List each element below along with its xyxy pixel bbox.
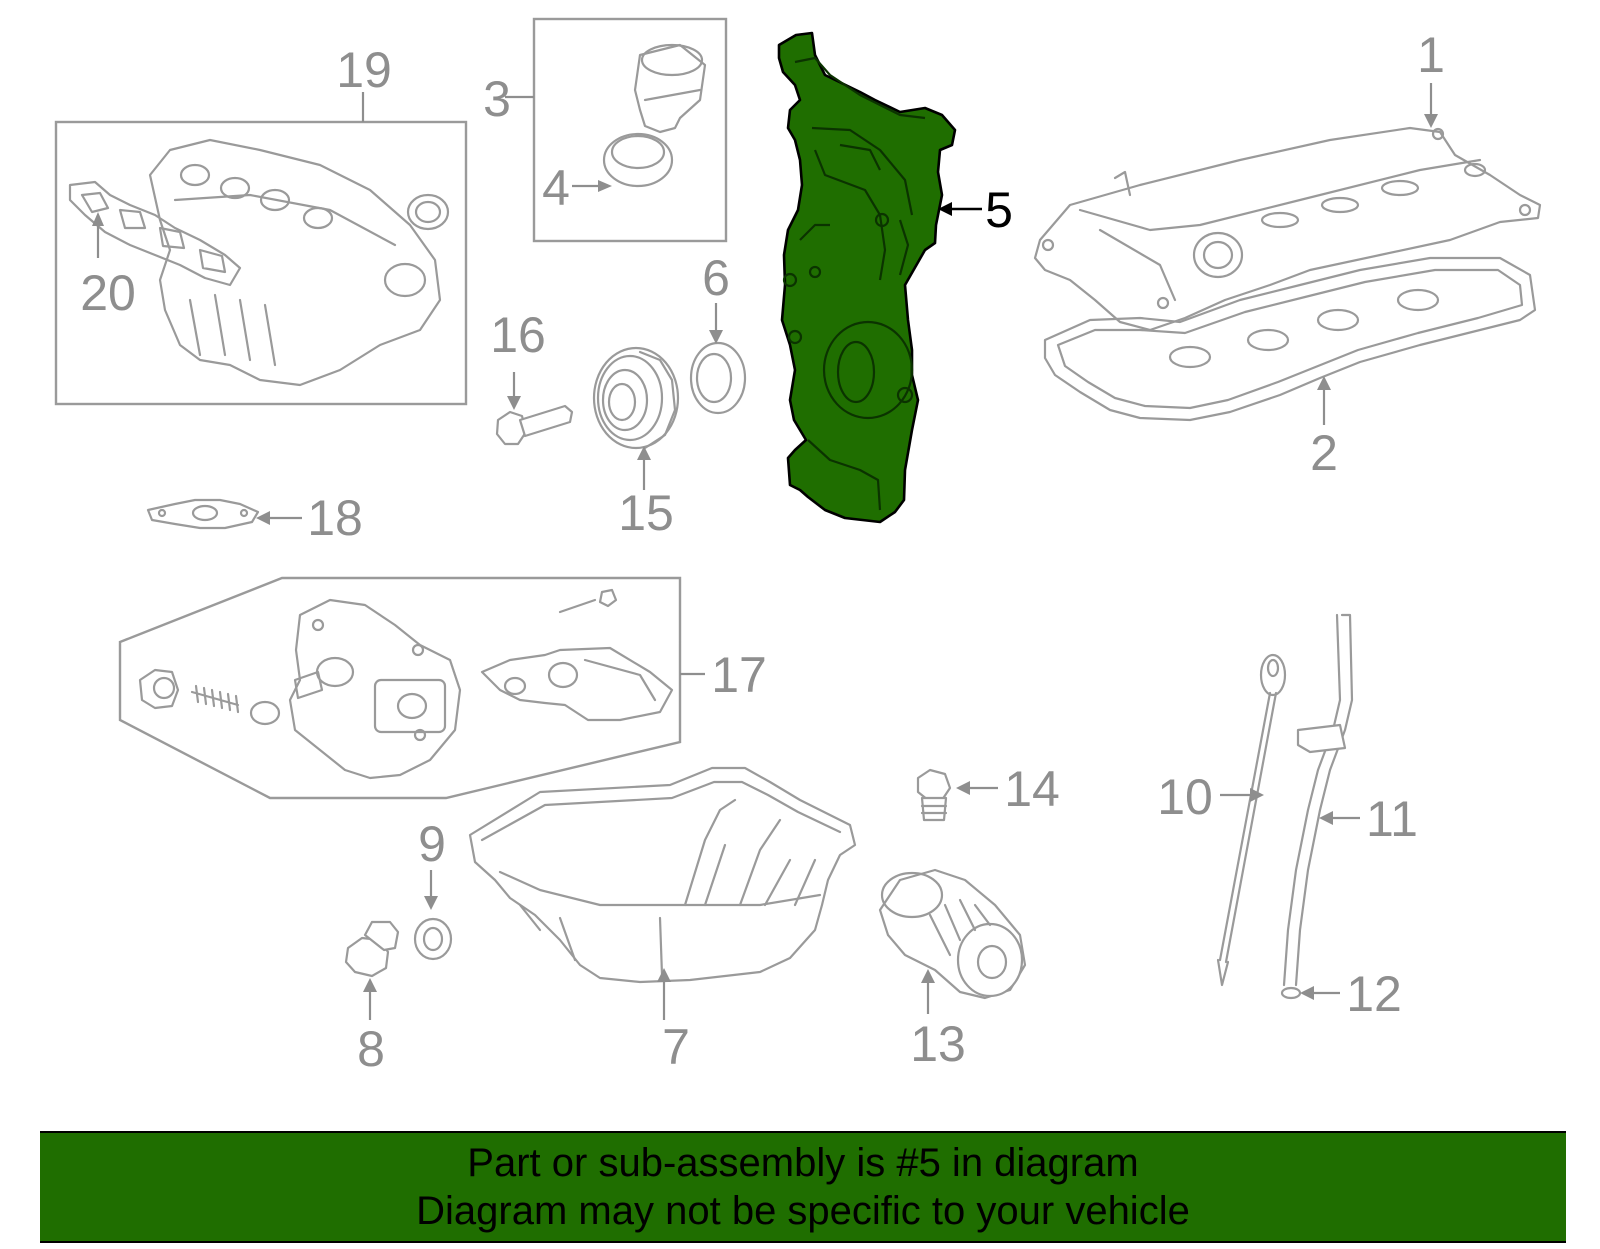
part-2-valve-cover-gasket[interactable] bbox=[1043, 256, 1537, 425]
callout-12: 12 bbox=[1346, 966, 1402, 1022]
footer-line-part-info: Part or sub-assembly is #5 in diagram bbox=[467, 1141, 1139, 1185]
oil-strainer bbox=[480, 646, 674, 722]
callout-14: 14 bbox=[1004, 761, 1060, 817]
callout-2: 2 bbox=[1310, 425, 1338, 481]
part-3-box bbox=[532, 17, 728, 243]
part-13-oil-filter[interactable] bbox=[878, 868, 1027, 1014]
part-12-o-ring[interactable] bbox=[1280, 986, 1340, 1000]
oil-cap bbox=[633, 43, 707, 134]
part-19-intake-manifold-group[interactable] bbox=[54, 92, 468, 406]
oil-pan-body bbox=[468, 766, 857, 984]
part-11-dipstick-tube[interactable] bbox=[1282, 613, 1360, 987]
part-17-box bbox=[118, 576, 682, 800]
callout-16: 16 bbox=[490, 307, 546, 363]
part-17-oil-pump-group[interactable] bbox=[118, 576, 705, 800]
footer-banner: Part or sub-assembly is #5 in diagram Di… bbox=[40, 1131, 1566, 1243]
part-1-valve-cover[interactable] bbox=[1033, 83, 1542, 332]
part-3-oil-filler-cap-group[interactable] bbox=[505, 17, 728, 243]
part-10-dipstick[interactable] bbox=[1216, 653, 1287, 987]
part-9-drain-washer[interactable] bbox=[413, 870, 453, 961]
callout-10: 10 bbox=[1157, 769, 1213, 825]
callout-17: 17 bbox=[711, 647, 767, 703]
part-6-crankshaft-seal[interactable] bbox=[689, 303, 747, 415]
part-8-drain-plug[interactable] bbox=[344, 920, 400, 1020]
footer-line-disclaimer: Diagram may not be specific to your vehi… bbox=[416, 1189, 1190, 1233]
callout-19: 19 bbox=[336, 42, 392, 98]
gasket-outer bbox=[1043, 256, 1537, 422]
timing-cover-seal-bore bbox=[822, 320, 914, 420]
part-15-crankshaft-pulley[interactable] bbox=[592, 346, 680, 490]
part-18-gasket[interactable] bbox=[146, 498, 302, 530]
part-20-gasket[interactable] bbox=[68, 180, 242, 287]
callout-1: 1 bbox=[1417, 27, 1445, 83]
callout-labels: 1 2 3 4 5 6 7 8 9 10 11 12 13 14 15 16 1… bbox=[80, 27, 1445, 1077]
intake-manifold-body bbox=[148, 138, 442, 387]
part-7-oil-pan[interactable] bbox=[468, 766, 857, 1020]
callout-6: 6 bbox=[702, 250, 730, 306]
timing-cover-body bbox=[777, 31, 957, 524]
part-4-cap-gasket[interactable] bbox=[602, 132, 674, 188]
callout-11: 11 bbox=[1366, 791, 1418, 847]
callout-18: 18 bbox=[307, 490, 363, 546]
callout-4: 4 bbox=[542, 160, 570, 216]
callout-8: 8 bbox=[357, 1021, 385, 1077]
callout-7: 7 bbox=[662, 1019, 690, 1075]
callout-20: 20 bbox=[80, 265, 136, 321]
callout-3: 3 bbox=[483, 71, 511, 127]
callout-15: 15 bbox=[618, 485, 674, 541]
callout-9: 9 bbox=[418, 816, 446, 872]
manifold-runner-line bbox=[173, 193, 397, 247]
part-14-plug[interactable] bbox=[916, 768, 998, 822]
throttle-gasket-ring bbox=[406, 193, 450, 231]
part-5-timing-cover[interactable] bbox=[777, 31, 982, 524]
part-19-box bbox=[54, 120, 468, 406]
callout-13: 13 bbox=[910, 1016, 966, 1072]
callout-5: 5 bbox=[985, 182, 1013, 238]
part-16-pulley-bolt[interactable] bbox=[495, 372, 574, 446]
valve-cover-body bbox=[1033, 126, 1542, 332]
